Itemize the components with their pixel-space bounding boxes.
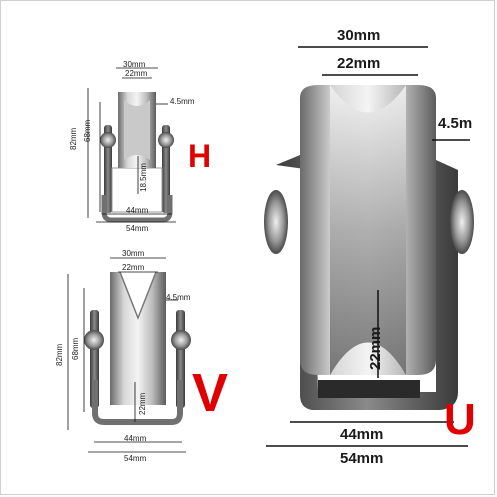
v-bottom-outer-label: 54mm	[124, 454, 147, 463]
v-height-total-label: 82mm	[55, 343, 64, 366]
h-groove-depth-label: 18.5mm	[139, 163, 148, 192]
u-letter: U	[444, 395, 476, 444]
v-rim-label: 4.5mm	[166, 293, 191, 302]
h-bottom-inner-label: 44mm	[126, 206, 149, 215]
u-dimension-lines	[266, 46, 470, 447]
v-pulley-photo	[84, 271, 191, 425]
v-dimension-lines	[67, 257, 186, 453]
h-pulley-photo	[100, 92, 174, 223]
u-top-outer-label: 30mm	[337, 27, 381, 44]
h-top-inner-label: 22mm	[125, 69, 148, 78]
h-rim-label: 4.5mm	[170, 97, 195, 106]
h-letter: H	[188, 138, 212, 174]
v-top-inner-label: 22mm	[122, 263, 145, 272]
v-height-inner-label: 68mm	[71, 337, 80, 360]
h-height-inner-label: 68mm	[83, 119, 92, 142]
u-groove-depth-label: 22mm	[367, 326, 384, 370]
h-dimension-lines	[87, 67, 176, 223]
u-top-inner-label: 22mm	[337, 55, 381, 72]
h-height-total-label: 82mm	[69, 127, 78, 150]
h-top-outer-label: 30mm	[123, 60, 146, 69]
h-bottom-outer-label: 54mm	[126, 224, 149, 233]
u-bottom-inner-label: 44mm	[340, 426, 384, 443]
u-rim-label: 4.5m	[438, 115, 473, 132]
u-pulley-photo	[264, 85, 474, 410]
v-top-outer-label: 30mm	[122, 249, 145, 258]
v-letter: V	[192, 363, 229, 423]
u-bottom-outer-label: 54mm	[340, 450, 384, 467]
v-groove-depth-label: 22mm	[138, 392, 147, 415]
v-bottom-inner-label: 44mm	[124, 434, 147, 443]
